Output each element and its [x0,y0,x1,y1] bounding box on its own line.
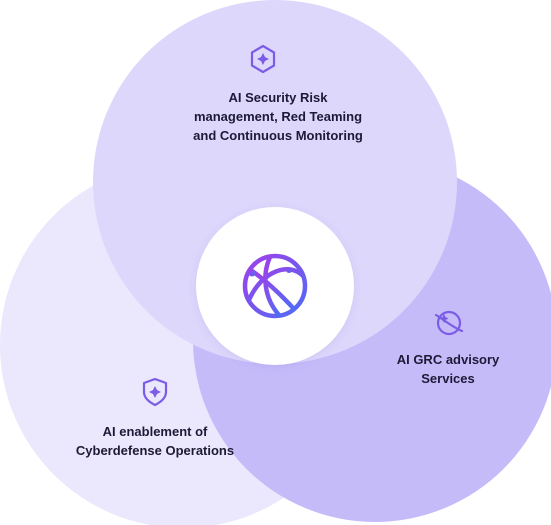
circle-top [93,0,457,364]
label-line: AI Security Risk [228,90,328,105]
shield-sparkle-icon [142,377,168,407]
planet-sparkle-icon [434,310,464,336]
label-line: AI enablement of [102,424,208,439]
label-ai-grc-advisory: AI GRC advisory Services [378,350,518,388]
label-ai-enablement: AI enablement of Cyberdefense Operations [50,422,260,460]
label-line: and Continuous Monitoring [193,128,363,143]
label-line: Services [421,371,475,386]
label-line: management, Red Teaming [193,109,363,124]
label-line: AI GRC advisory [396,352,500,367]
label-line: Cyberdefense Operations [75,443,235,458]
label-ai-security-risk: AI Security Risk management, Red Teaming… [150,88,406,145]
hexagon-sparkle-icon [250,44,276,74]
globe-network-icon [242,253,308,319]
center-disc [196,207,354,365]
